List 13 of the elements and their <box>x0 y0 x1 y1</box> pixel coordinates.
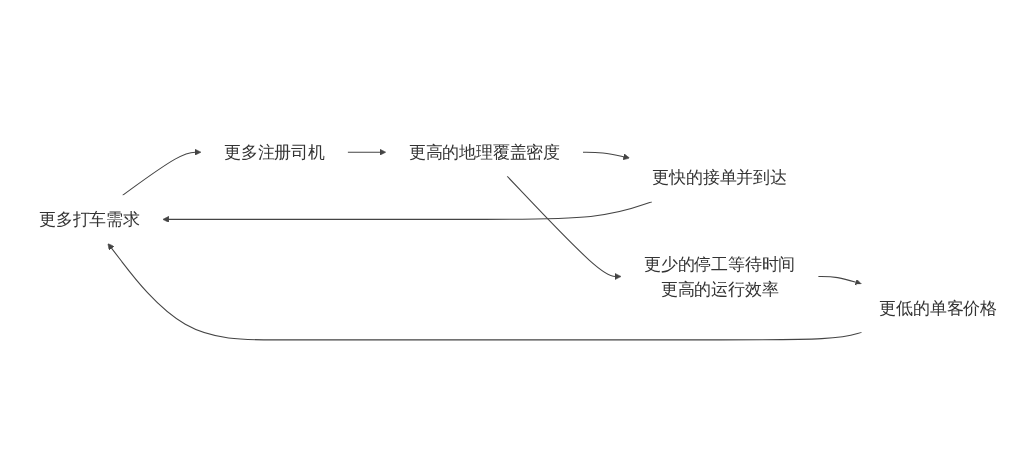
node-text: 更高的地理覆盖密度 <box>408 142 561 162</box>
node-text: 更低的单客价格 <box>879 298 997 318</box>
arrow <box>107 243 863 341</box>
arrow <box>122 148 202 196</box>
arrow <box>162 201 653 223</box>
arrow <box>506 175 622 280</box>
node-text: 更多注册司机 <box>223 142 325 162</box>
arrow <box>582 151 630 161</box>
node-text: 更少的停工等待时间 更高的运行效率 <box>644 254 796 299</box>
arrow <box>347 148 387 156</box>
node-text: 更快的接单并到达 <box>652 168 787 188</box>
node-text: 更多打车需求 <box>39 209 140 229</box>
arrow <box>817 275 862 286</box>
